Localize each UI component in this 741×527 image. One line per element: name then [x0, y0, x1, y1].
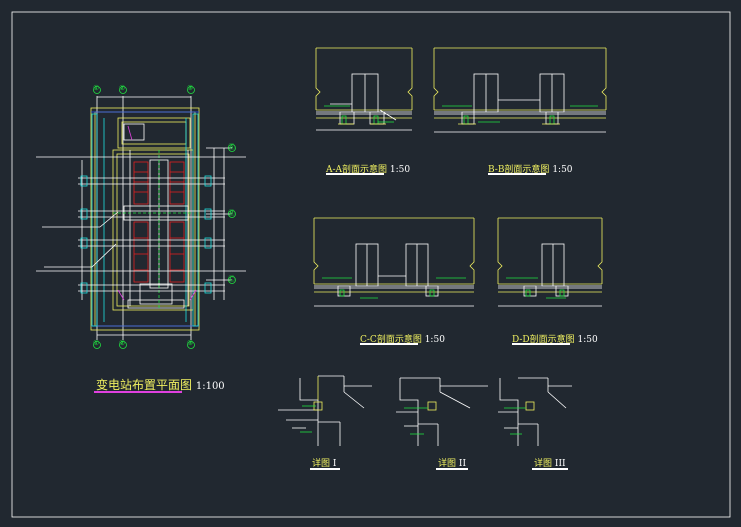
- axis-label-bottom-3: ③: [187, 339, 194, 347]
- section-aa-title: A-A剖面示意图 1:50: [326, 162, 410, 175]
- axis-label-top-3: ③: [187, 84, 194, 92]
- floor-plan: [36, 86, 246, 349]
- drawing-border: [11, 11, 731, 518]
- axis-bubble-bottom-3: [187, 341, 195, 349]
- section-dd-title-text: D-D剖面示意图: [512, 335, 575, 345]
- detail-1-underline: [310, 468, 340, 470]
- detail-3-underline: [532, 468, 568, 470]
- section-dd-underline: [512, 343, 570, 345]
- section-cc-underline: [360, 343, 418, 345]
- plan-title-text: 变电站布置平面图: [96, 378, 193, 392]
- plan-title: 变电站布置平面图 1:100: [96, 376, 225, 393]
- axis-label-right-b: Ⓑ: [228, 209, 235, 217]
- detail-3: [498, 377, 572, 446]
- axis-label-top-2: ②: [119, 84, 126, 92]
- axis-bubble-top-3: [187, 86, 195, 94]
- detail-1-title-text: 详图: [312, 459, 331, 469]
- axis-label-bottom-2: ②: [119, 339, 126, 347]
- axis-bubble-bottom-2: [119, 341, 127, 349]
- detail-1-num: I: [332, 459, 337, 469]
- section-aa-underline: [326, 173, 384, 175]
- section-bb-title-scale: 1:50: [552, 165, 573, 175]
- axis-label-top-1: ①: [93, 84, 100, 92]
- plan-dimension-ticks: [80, 175, 212, 294]
- axis-bubble-top-2: [119, 86, 127, 94]
- detail-3-title: 详图 III: [534, 456, 566, 469]
- plan-equipment: [123, 123, 189, 309]
- detail-2-title: 详图 II: [438, 456, 466, 469]
- section-dd-title-scale: 1:50: [577, 335, 598, 345]
- axis-bubble-top-1: [93, 86, 101, 94]
- section-bb: [433, 47, 607, 133]
- detail-2: [396, 377, 488, 446]
- section-bb-title-text: B-B剖面示意图: [488, 165, 550, 175]
- plan-title-underline: [94, 391, 182, 393]
- detail-2-underline: [436, 468, 468, 470]
- section-aa: [315, 47, 413, 131]
- axis-label-right-c: Ⓒ: [228, 275, 235, 283]
- section-bb-underline: [488, 173, 546, 175]
- detail-2-title-text: 详图: [438, 459, 457, 469]
- section-cc: [313, 217, 475, 307]
- axis-label-right-a: Ⓐ: [228, 143, 235, 151]
- detail-1-title: 详图 I: [312, 456, 336, 469]
- section-bb-title: B-B剖面示意图 1:50: [488, 162, 573, 175]
- section-cc-title: C-C剖面示意图 1:50: [360, 332, 445, 345]
- plan-centerlines: [113, 150, 193, 310]
- detail-3-num: III: [554, 459, 566, 469]
- axis-bubble-bottom-1: [93, 341, 101, 349]
- plan-magenta-marks: [117, 125, 197, 301]
- section-dd-title: D-D剖面示意图 1:50: [512, 332, 598, 345]
- detail-2-num: II: [458, 459, 467, 469]
- section-cc-title-text: C-C剖面示意图: [360, 335, 422, 345]
- plan-leaders: [36, 147, 246, 300]
- detail-1: [278, 375, 372, 446]
- section-aa-title-text: A-A剖面示意图: [326, 165, 388, 175]
- section-dd: [497, 217, 603, 307]
- section-aa-title-scale: 1:50: [389, 165, 411, 175]
- axis-label-bottom-1: ①: [93, 339, 100, 347]
- switchgear-rows: [133, 161, 185, 283]
- plan-title-scale: 1:100: [195, 381, 225, 392]
- section-cc-title-scale: 1:50: [424, 335, 445, 345]
- detail-3-title-text: 详图: [534, 459, 553, 469]
